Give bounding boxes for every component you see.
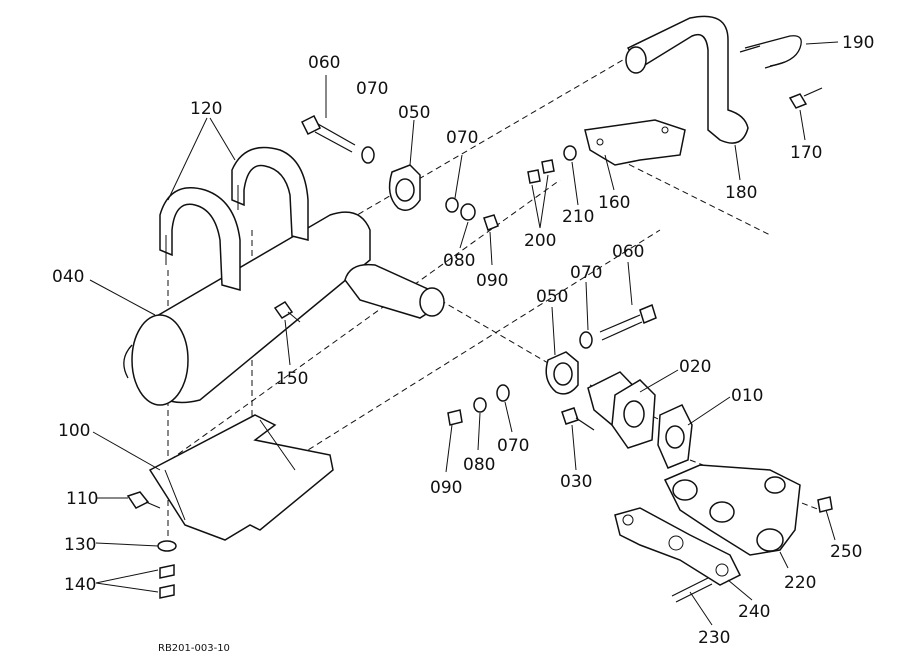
callout-070-a: 070	[356, 79, 388, 99]
callout-labels: 010 020 030 040 050 050 060 060 070 070 …	[52, 33, 874, 654]
tail-pipe-part	[625, 15, 749, 144]
callout-010: 010	[731, 386, 763, 406]
callout-070-d: 070	[497, 436, 529, 456]
callout-060-upper: 060	[308, 53, 340, 73]
callout-090-lower: 090	[430, 478, 462, 498]
callout-160: 160	[598, 193, 630, 213]
callout-020: 020	[679, 357, 711, 377]
callout-090-upper: 090	[476, 271, 508, 291]
callout-080-upper: 080	[443, 251, 475, 271]
callout-250: 250	[830, 542, 862, 562]
callout-050-upper: 050	[398, 103, 430, 123]
fasteners	[273, 35, 833, 603]
manifold-part	[663, 464, 801, 556]
gasket-240	[614, 507, 742, 586]
clamp-parts	[159, 146, 309, 291]
callout-240: 240	[738, 602, 770, 622]
callout-080-lower: 080	[463, 455, 495, 475]
callout-120: 120	[190, 99, 222, 119]
callout-030: 030	[560, 472, 592, 492]
callout-070-b: 070	[446, 128, 478, 148]
gasket-010	[657, 404, 693, 469]
callout-100: 100	[58, 421, 90, 441]
callout-220: 220	[784, 573, 816, 593]
hardware-110-130-140	[126, 491, 177, 599]
callout-040: 040	[52, 267, 84, 287]
callout-130: 130	[64, 535, 96, 555]
muffler-part	[123, 211, 445, 406]
callout-140: 140	[64, 575, 96, 595]
pipe-clamps-050	[388, 164, 579, 395]
pipe-bracket-part	[584, 119, 686, 166]
callout-050-lower: 050	[536, 287, 568, 307]
callout-150: 150	[276, 369, 308, 389]
callout-070-c: 070	[570, 263, 602, 283]
callout-230: 230	[698, 628, 730, 648]
callout-190: 190	[842, 33, 874, 53]
bracket-part	[148, 414, 334, 541]
callout-200: 200	[524, 231, 556, 251]
callout-180: 180	[725, 183, 757, 203]
callout-210: 210	[562, 207, 594, 227]
callout-170: 170	[790, 143, 822, 163]
flange-pipe-part	[587, 371, 656, 449]
callout-110: 110	[66, 489, 98, 509]
drawing-code: RB201-003-10	[158, 643, 230, 654]
callout-060-lower: 060	[612, 242, 644, 262]
leader-lines	[89, 41, 839, 626]
